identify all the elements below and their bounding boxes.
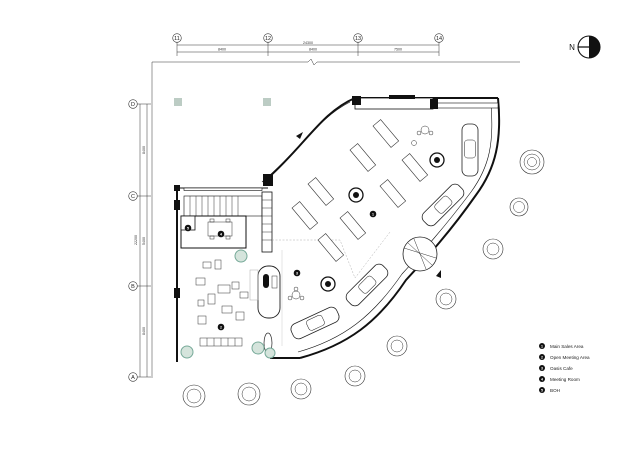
meeting-room [180, 215, 247, 249]
area-marker-meeting-room: 4 [217, 230, 225, 238]
grid-bubble-11: 11 [172, 33, 182, 43]
tree-icon [435, 288, 457, 310]
legend-item-boh: 5 BOH [539, 387, 560, 393]
legend-item-meeting-room: 4 Meeting Room [539, 376, 580, 382]
dim-left-span-3: 8400 [142, 327, 146, 335]
stair-core [183, 191, 273, 253]
dim-left-span-2: 5400 [142, 237, 146, 245]
cafe-seating [287, 125, 434, 301]
dim-top-span-1: 8400 [218, 48, 226, 52]
tree-icon [290, 378, 312, 400]
area-marker-boh: 5 [184, 224, 192, 232]
svg-text:B: B [131, 284, 135, 290]
planters [180, 249, 276, 359]
svg-text:A: A [131, 375, 135, 381]
target-icon [348, 187, 364, 203]
grid-bubble-B: B [128, 281, 138, 291]
area-marker-oasis-cafe: 3 [293, 269, 301, 277]
tree-icon [482, 238, 504, 260]
svg-text:1: 1 [372, 212, 374, 216]
area-marker-main-sales: 1 [369, 210, 377, 218]
grid-bubble-13: 13 [353, 33, 363, 43]
display-cars [290, 123, 479, 340]
target-icon [320, 276, 336, 292]
svg-text:Meeting Room: Meeting Room [550, 377, 580, 382]
north-arrow: N [569, 35, 601, 59]
svg-text:Oasis Cafe: Oasis Cafe [550, 366, 573, 371]
tree-icon [509, 197, 529, 217]
section-arrow-icon [436, 270, 441, 278]
svg-text:4: 4 [220, 232, 222, 236]
area-markers: 1 2 3 4 5 [184, 210, 377, 331]
row-grid-bubbles: D C B A [128, 99, 138, 382]
column-grid-bubbles: 11 12 13 14 [172, 33, 444, 43]
dim-top-span-3: 7500 [394, 48, 402, 52]
grid-bubble-12: 12 [263, 33, 273, 43]
grid-bubble-14: 14 [434, 33, 444, 43]
cafe-counter [249, 265, 281, 319]
north-label: N [569, 43, 575, 52]
svg-text:5: 5 [187, 226, 189, 230]
tree-icon [237, 382, 261, 406]
svg-text:2: 2 [220, 325, 222, 329]
column-markers [174, 98, 271, 106]
svg-text:3: 3 [296, 271, 298, 275]
svg-text:4: 4 [541, 377, 543, 381]
legend-item-main-sales: 1 Main Sales Area [539, 343, 584, 349]
tree-icon [519, 149, 545, 175]
dim-top-span-2: 8400 [309, 48, 317, 52]
dim-left-total: 22200 [134, 235, 138, 245]
svg-text:3: 3 [541, 366, 543, 370]
tree-icon [344, 365, 366, 387]
grid-bubble-A: A [128, 372, 138, 382]
top-dimension-chain: 24300 8400 8400 7500 [176, 41, 440, 56]
svg-text:13: 13 [355, 36, 361, 42]
zone-divisions [272, 231, 391, 346]
area-marker-open-meeting: 2 [217, 323, 225, 331]
lounge-furniture [195, 259, 273, 354]
legend-item-open-meeting: 2 Open Meeting Area [539, 354, 590, 360]
svg-text:14: 14 [436, 36, 442, 42]
svg-text:D: D [131, 102, 135, 108]
svg-text:2: 2 [541, 355, 543, 359]
svg-text:1: 1 [541, 344, 543, 348]
legend: 1 Main Sales Area 2 Open Meeting Area 3 … [539, 343, 590, 393]
target-icon [429, 152, 445, 168]
legend-item-oasis-cafe: 3 Oasis Cafe [539, 365, 573, 371]
svg-text:C: C [131, 194, 135, 200]
tree-icon [182, 384, 206, 408]
trees [182, 149, 545, 408]
svg-text:Open Meeting Area: Open Meeting Area [550, 355, 590, 360]
svg-text:BOH: BOH [550, 388, 560, 393]
svg-text:11: 11 [174, 36, 180, 42]
section-arrows [296, 132, 441, 278]
svg-text:Main Sales Area: Main Sales Area [550, 344, 584, 349]
view-target-markers [320, 152, 445, 292]
grid-bubble-C: C [128, 191, 138, 201]
dim-left-span-1: 8400 [142, 146, 146, 154]
display-tables [291, 119, 429, 262]
site-boundary [151, 58, 520, 378]
turntable [402, 236, 438, 272]
section-arrow-icon [296, 132, 303, 139]
left-dimension-chain: 22200 8400 5400 8400 [134, 103, 151, 378]
tree-icon [386, 335, 408, 357]
svg-text:5: 5 [541, 388, 543, 392]
dim-top-total: 24300 [303, 41, 313, 45]
grid-bubble-D: D [128, 99, 138, 109]
svg-text:12: 12 [265, 36, 271, 42]
